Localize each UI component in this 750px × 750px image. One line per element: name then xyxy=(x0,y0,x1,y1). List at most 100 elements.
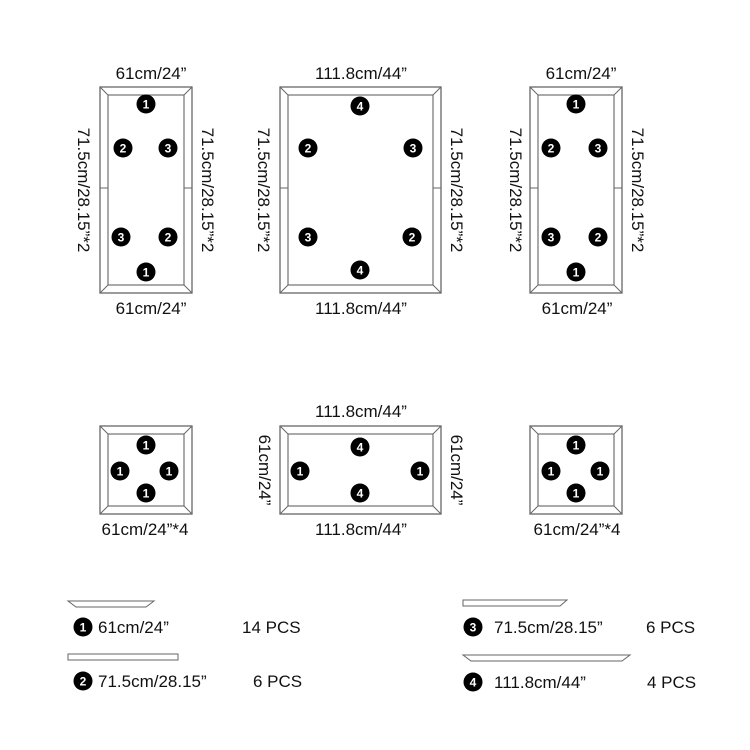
moulding-strip-icon xyxy=(461,654,632,662)
svg-text:2: 2 xyxy=(305,141,312,155)
frame-miter xyxy=(279,505,289,515)
part-badge: 1 xyxy=(73,617,93,637)
top-dimension-label: 111.8cm/44” xyxy=(315,64,407,83)
part-badge: 3 xyxy=(463,617,483,637)
part-badge: 1 xyxy=(136,483,156,503)
frame-miter xyxy=(279,86,289,96)
svg-text:4: 4 xyxy=(357,440,364,454)
frame-miter xyxy=(613,425,623,435)
frame-miter xyxy=(279,425,289,435)
frame-miter xyxy=(432,86,442,96)
part-badge: 4 xyxy=(463,672,483,692)
part-badge: 2 xyxy=(73,671,93,691)
svg-text:1: 1 xyxy=(143,97,150,111)
svg-text:2: 2 xyxy=(595,230,602,244)
frame-miter xyxy=(99,425,109,435)
right-dimension-label: 71.5cm/28.15”*2 xyxy=(628,128,647,253)
part-badge: 1 xyxy=(541,461,561,481)
left-dimension-label: 71.5cm/28.15”*2 xyxy=(74,128,93,253)
legend-size: 71.5cm/28.15” xyxy=(98,672,207,691)
svg-text:1: 1 xyxy=(166,464,173,478)
part-badge: 3 xyxy=(541,227,561,247)
svg-text:1: 1 xyxy=(573,265,580,279)
part-badge: 1 xyxy=(110,461,130,481)
frame-square-1: 61cm/24”*4 1 1 1 1 xyxy=(99,425,193,539)
moulding-strip-icon xyxy=(67,653,179,661)
frame-miter xyxy=(183,86,193,96)
frame-miter xyxy=(529,425,539,435)
svg-text:4: 4 xyxy=(357,486,364,500)
svg-text:1: 1 xyxy=(143,486,150,500)
right-dimension-label: 61cm/24” xyxy=(447,435,466,506)
svg-text:1: 1 xyxy=(143,265,150,279)
svg-text:3: 3 xyxy=(410,141,417,155)
frame-inner-border xyxy=(287,433,434,507)
svg-text:1: 1 xyxy=(597,464,604,478)
left-dimension-label: 61cm/24” xyxy=(255,435,274,506)
svg-text:1: 1 xyxy=(143,438,150,452)
frame-miter xyxy=(183,284,193,294)
frame-miter xyxy=(99,86,109,96)
frame-inner-border xyxy=(537,94,615,286)
parts-legend: 1 61cm/24” 14 PCS 2 71.5cm/28.15” 6 PCS … xyxy=(66,599,696,692)
frame-tall-3: 61cm/24” 61cm/24” 71.5cm/28.15”*2 71.5cm… xyxy=(506,64,647,318)
frame-miter xyxy=(99,505,109,515)
frame-miter xyxy=(529,86,539,96)
svg-text:3: 3 xyxy=(118,230,125,244)
bottom-dimension-label: 61cm/24” xyxy=(542,299,613,318)
frame-outer-border xyxy=(279,425,442,515)
part-badge: 4 xyxy=(350,437,370,457)
frame-square-2: 61cm/24”*4 1 1 1 1 xyxy=(529,425,623,539)
svg-text:4: 4 xyxy=(357,263,364,277)
part-badge: 1 xyxy=(136,262,156,282)
top-dimension-label: 111.8cm/44” xyxy=(315,402,407,421)
legend-size: 71.5cm/28.15” xyxy=(494,618,603,637)
frame-miter xyxy=(613,505,623,515)
frame-tall-2: 111.8cm/44” 111.8cm/44” 71.5cm/28.15”*2 … xyxy=(254,64,466,318)
part-badge: 4 xyxy=(350,260,370,280)
part-badge: 3 xyxy=(403,138,423,158)
part-badge: 1 xyxy=(159,461,179,481)
part-badge: 1 xyxy=(566,435,586,455)
legend-quantity: 14 PCS xyxy=(242,618,301,637)
frame-miter xyxy=(183,425,193,435)
svg-text:1: 1 xyxy=(80,620,87,634)
bottom-dimension-label: 61cm/24”*4 xyxy=(534,520,621,539)
left-dimension-label: 71.5cm/28.15”*2 xyxy=(254,128,273,253)
svg-text:2: 2 xyxy=(548,141,555,155)
svg-text:3: 3 xyxy=(470,620,477,634)
bottom-dimension-label: 111.8cm/44” xyxy=(315,299,407,318)
svg-text:1: 1 xyxy=(573,438,580,452)
svg-text:3: 3 xyxy=(595,141,602,155)
part-badge: 1 xyxy=(566,262,586,282)
svg-text:1: 1 xyxy=(297,464,304,478)
bottom-dimension-label: 111.8cm/44” xyxy=(315,520,407,539)
part-badge: 1 xyxy=(136,94,156,114)
bottom-dimension-label: 61cm/24”*4 xyxy=(102,520,189,539)
frame-miter xyxy=(613,86,623,96)
frame-outer-border xyxy=(529,86,623,294)
svg-text:3: 3 xyxy=(305,230,312,244)
frame-miter xyxy=(432,284,442,294)
part-badge: 2 xyxy=(541,138,561,158)
frame-inner-border xyxy=(107,94,185,286)
part-badge: 3 xyxy=(111,227,131,247)
top-dimension-label: 61cm/24” xyxy=(116,64,187,83)
part-badge: 2 xyxy=(298,138,318,158)
legend-size: 111.8cm/44” xyxy=(494,673,586,692)
legend-size: 61cm/24” xyxy=(98,618,169,637)
frame-miter xyxy=(432,425,442,435)
part-badge: 2 xyxy=(158,227,178,247)
frame-miter xyxy=(99,284,109,294)
part-badge: 1 xyxy=(136,435,156,455)
frame-outer-border xyxy=(279,86,442,294)
frame-miter xyxy=(529,284,539,294)
part-badge: 1 xyxy=(290,461,310,481)
frame-miter xyxy=(613,284,623,294)
left-dimension-label: 71.5cm/28.15”*2 xyxy=(506,128,525,253)
svg-text:4: 4 xyxy=(470,675,477,689)
bottom-dimension-label: 61cm/24” xyxy=(116,299,187,318)
part-badge: 2 xyxy=(588,227,608,247)
part-badge: 3 xyxy=(158,138,178,158)
right-dimension-label: 71.5cm/28.15”*2 xyxy=(447,128,466,253)
